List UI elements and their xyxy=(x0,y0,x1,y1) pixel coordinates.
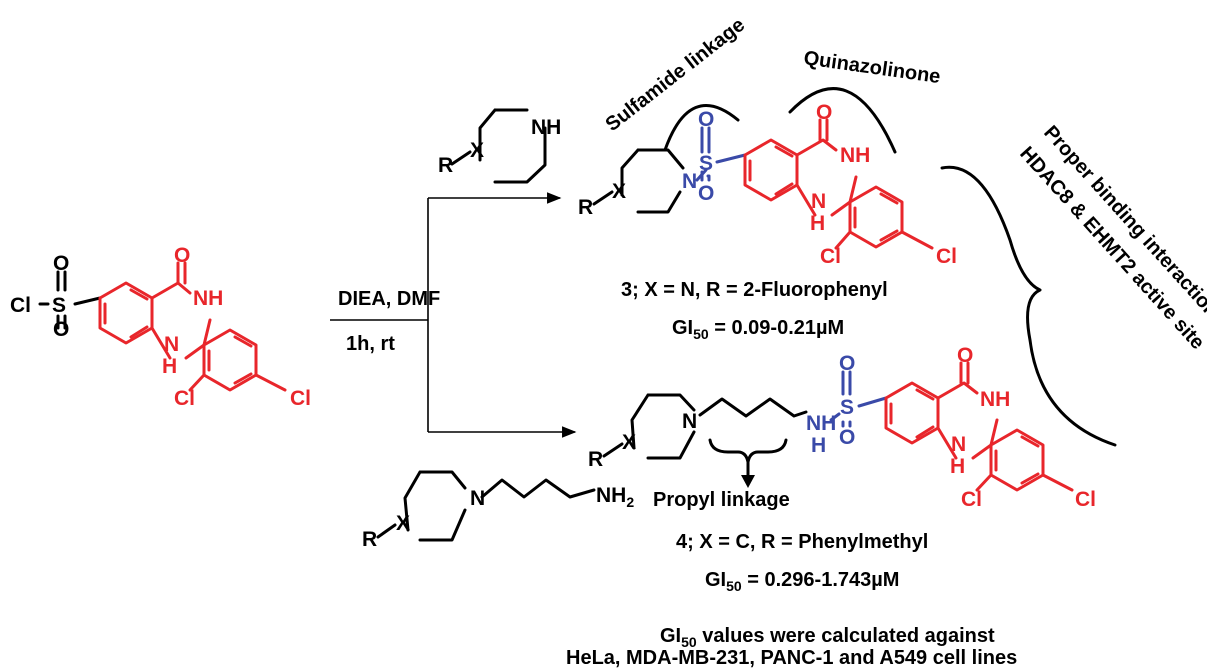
x-atom: X xyxy=(612,180,626,203)
amine-n: N xyxy=(951,433,966,456)
amine-n: N xyxy=(164,333,179,356)
carbonyl-oxygen: O xyxy=(174,244,190,267)
sulfonyl-sulfur: S xyxy=(840,396,854,419)
chlorine-atom: Cl xyxy=(290,387,311,410)
sulfamide-linkage-label: Sulfamide linkage xyxy=(602,14,750,136)
compound-4-gi50: GI50 = 0.296-1.743µM xyxy=(705,569,899,594)
r-group: R xyxy=(588,448,603,471)
compound-3-label: 3; X = N, R = 2-Fluorophenyl xyxy=(621,279,888,301)
oxygen-atom: O xyxy=(53,252,69,275)
r-group: R xyxy=(578,196,593,219)
footnote-line2: HeLa, MDA-MB-231, PANC-1 and A549 cell l… xyxy=(566,647,1017,669)
reaction-arrows: DIEA, DMF 1h, rt xyxy=(330,192,577,438)
chlorine-atom: Cl xyxy=(820,245,841,268)
grouping-brace xyxy=(940,165,1117,447)
binding-interaction-line2: HDAC8 & EHMT2 active site xyxy=(1015,143,1207,354)
x-atom: X xyxy=(622,431,636,454)
reaction-conditions: 1h, rt xyxy=(346,333,395,355)
x-atom: X xyxy=(470,139,484,162)
sulfonyl-oxygen: O xyxy=(839,426,855,449)
sulfonyl-sulfur: S xyxy=(699,152,713,175)
reagent-aminopropyl: N X R NH2 xyxy=(362,470,634,551)
oxygen-atom: O xyxy=(53,318,69,341)
binding-interaction-line1: Proper binding interaction at xyxy=(1039,122,1207,340)
amine-h: H xyxy=(162,355,177,378)
amine-n: N xyxy=(811,190,826,213)
quinazolinone-label: Quinazolinone xyxy=(802,47,942,88)
sulfonamide-h: H xyxy=(811,434,826,457)
chlorine-atom: Cl xyxy=(174,387,195,410)
starting-material: Cl O S O O NH N H Cl Cl xyxy=(10,244,311,410)
sulfamide-nitrogen: N xyxy=(682,170,697,193)
product-3-structure: X R N O S O O NH N H Cl Cl xyxy=(578,87,957,268)
carbonyl-oxygen: O xyxy=(816,101,832,124)
r-group: R xyxy=(438,154,453,177)
amide-nh: NH xyxy=(980,388,1010,411)
chlorine-atom: Cl xyxy=(1075,488,1096,511)
reagent-piperazine: NH X R xyxy=(438,108,561,184)
carbonyl-oxygen: O xyxy=(957,344,973,367)
amine-nh2: NH2 xyxy=(596,484,634,510)
sulfonyl-oxygen: O xyxy=(698,182,714,205)
compound-4-label: 4; X = C, R = Phenylmethyl xyxy=(676,531,928,553)
chlorine-atom: Cl xyxy=(936,245,957,268)
amine-h: H xyxy=(950,455,965,478)
sulfonyl-oxygen: O xyxy=(698,108,714,131)
piperazine-nitrogen: N xyxy=(682,410,697,433)
n-atom: N xyxy=(470,487,485,510)
reaction-reagents: DIEA, DMF xyxy=(338,288,440,310)
nh-atom: NH xyxy=(531,116,561,139)
sulfonyl-oxygen: O xyxy=(839,352,855,375)
chlorine-atom: Cl xyxy=(961,488,982,511)
amide-nh: NH xyxy=(840,144,870,167)
footnote-line1: GI50 values were calculated against xyxy=(660,625,995,650)
product-4-structure: X R N NH H O S O O NH N H Cl Cl xyxy=(588,344,1096,511)
r-group: R xyxy=(362,528,377,551)
amine-h: H xyxy=(810,212,825,235)
x-atom: X xyxy=(396,512,410,535)
amide-nh: NH xyxy=(193,287,223,310)
propyl-linkage-label: Propyl linkage xyxy=(653,489,790,511)
chlorine-atom: Cl xyxy=(10,294,31,317)
sulfur-atom: S xyxy=(52,294,66,317)
sulfonamide-nh: NH xyxy=(806,412,836,435)
compound-3-gi50: GI50 = 0.09-0.21µM xyxy=(672,317,844,342)
